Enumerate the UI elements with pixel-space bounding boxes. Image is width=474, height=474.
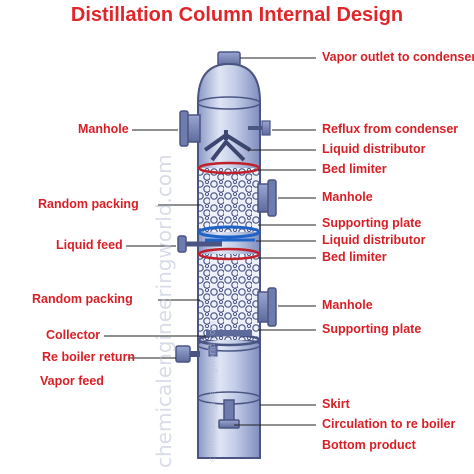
watermark-small: chemicalengineeringworld.com xyxy=(208,320,218,462)
label-random-packing-bottom: Random packing xyxy=(32,292,133,306)
manhole-mid-right xyxy=(257,179,277,217)
label-manhole-low: Manhole xyxy=(322,298,373,312)
reflux-distributor xyxy=(203,120,271,162)
label-liquid-distributor-top: Liquid distributor xyxy=(322,142,426,156)
label-bottom-product: Bottom product xyxy=(322,438,416,452)
label-skirt: Skirt xyxy=(322,397,350,411)
leader-arrows xyxy=(104,57,316,426)
label-supporting-plate-low: Supporting plate xyxy=(322,322,422,336)
label-supporting-plate-top: Supporting plate xyxy=(322,216,422,230)
watermark-large: chemicalengineeringworld.com xyxy=(152,154,176,468)
manhole-low-right xyxy=(257,287,277,327)
diagram-title: Distillation Column Internal Design xyxy=(70,4,404,26)
label-vapor-outlet: Vapor outlet to condenser xyxy=(322,50,474,64)
upper-packing-bed xyxy=(197,161,261,239)
bottom-outlet-nozzle xyxy=(218,399,240,429)
label-random-packing-top: Random packing xyxy=(38,197,139,211)
label-manhole-left: Manhole xyxy=(78,122,129,136)
label-reflux: Reflux from condenser xyxy=(322,122,459,136)
liquid-feed-nozzle xyxy=(177,235,255,253)
label-circulation: Circulation to re boiler xyxy=(322,417,456,431)
label-bed-limiter-mid: Bed limiter xyxy=(322,250,387,264)
collector xyxy=(206,330,252,357)
label-bed-limiter-top: Bed limiter xyxy=(322,162,387,176)
label-liquid-distributor-mid: Liquid distributor xyxy=(322,233,426,247)
label-liquid-feed: Liquid feed xyxy=(56,238,123,252)
label-collector: Collector xyxy=(46,328,101,342)
label-reboiler-return: Re boiler return xyxy=(42,350,136,364)
label-vapor-feed: Vapor feed xyxy=(40,374,104,388)
label-manhole-mid: Manhole xyxy=(322,190,373,204)
reboiler-return-nozzle xyxy=(175,345,200,363)
manhole-upper-left xyxy=(179,110,201,147)
